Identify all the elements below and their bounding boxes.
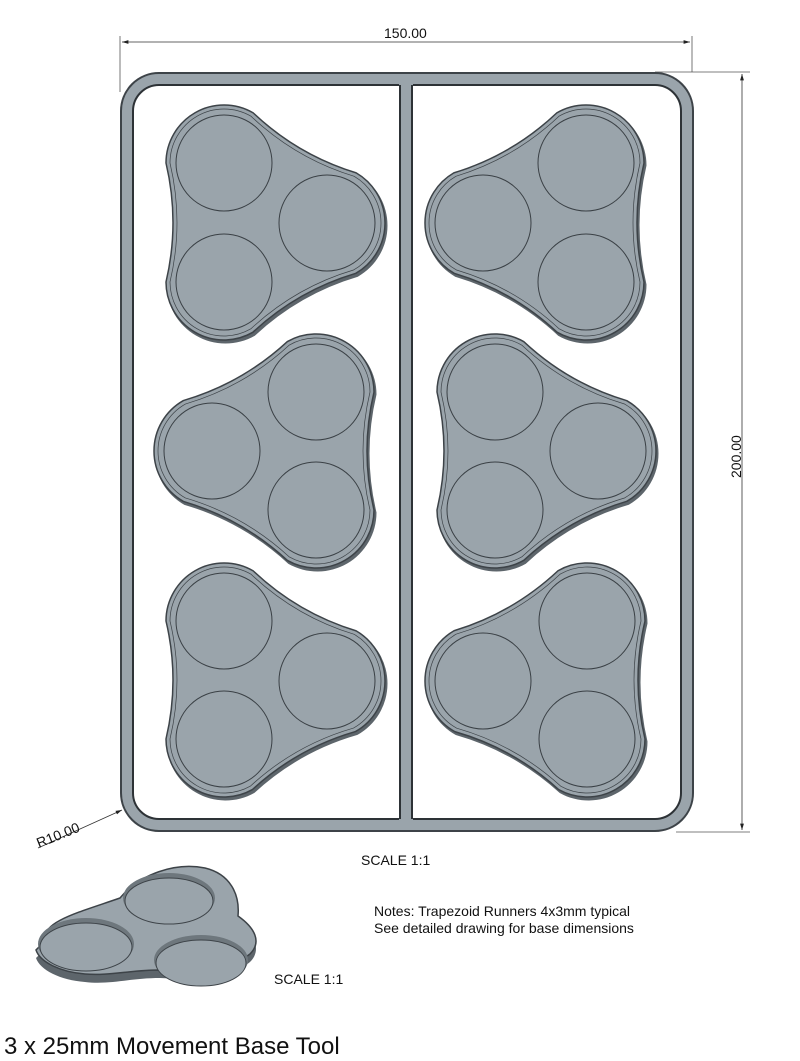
base-pocket (175, 114, 273, 212)
width-dimension-label: 150.00 (384, 25, 427, 41)
base-pocket (434, 632, 532, 730)
drawing-title: 3 x 25mm Movement Base Tool (4, 1033, 340, 1060)
base-pocket (175, 690, 273, 788)
main-scale-label: SCALE 1:1 (361, 852, 431, 868)
base-bottom-left (165, 562, 388, 801)
base-pocket (434, 174, 532, 272)
iso-scale-label: SCALE 1:1 (274, 971, 344, 987)
base-pocket (163, 402, 261, 500)
radius-leader (37, 809, 123, 849)
base-pocket (267, 461, 365, 559)
base-pocket (175, 233, 273, 331)
base-bottom-right (424, 562, 648, 801)
notes-block: Notes: Trapezoid Runners 4x3mm typical S… (374, 903, 634, 937)
height-dimension-label: 200.00 (728, 435, 744, 478)
note-line-2: See detailed drawing for base dimensions (374, 920, 634, 936)
base-pocket (537, 233, 635, 331)
note-line-1: Notes: Trapezoid Runners 4x3mm typical (374, 903, 630, 919)
base-pocket (175, 572, 273, 670)
base-top-right (424, 104, 647, 344)
base-pocket (267, 343, 365, 441)
base-middle-right (436, 333, 659, 572)
base-pocket (537, 114, 635, 212)
isometric-base-view (35, 865, 257, 987)
base-pocket (278, 632, 376, 730)
base-pocket (538, 572, 636, 670)
base-pocket (538, 690, 636, 788)
base-pocket (446, 461, 544, 559)
movement-bases (153, 104, 659, 801)
base-pocket (549, 402, 647, 500)
width-dimension (119, 36, 693, 92)
base-pocket (446, 343, 544, 441)
base-pocket (278, 174, 376, 272)
base-top-left (165, 104, 388, 344)
height-dimension (655, 71, 750, 833)
base-middle-left (153, 333, 377, 572)
